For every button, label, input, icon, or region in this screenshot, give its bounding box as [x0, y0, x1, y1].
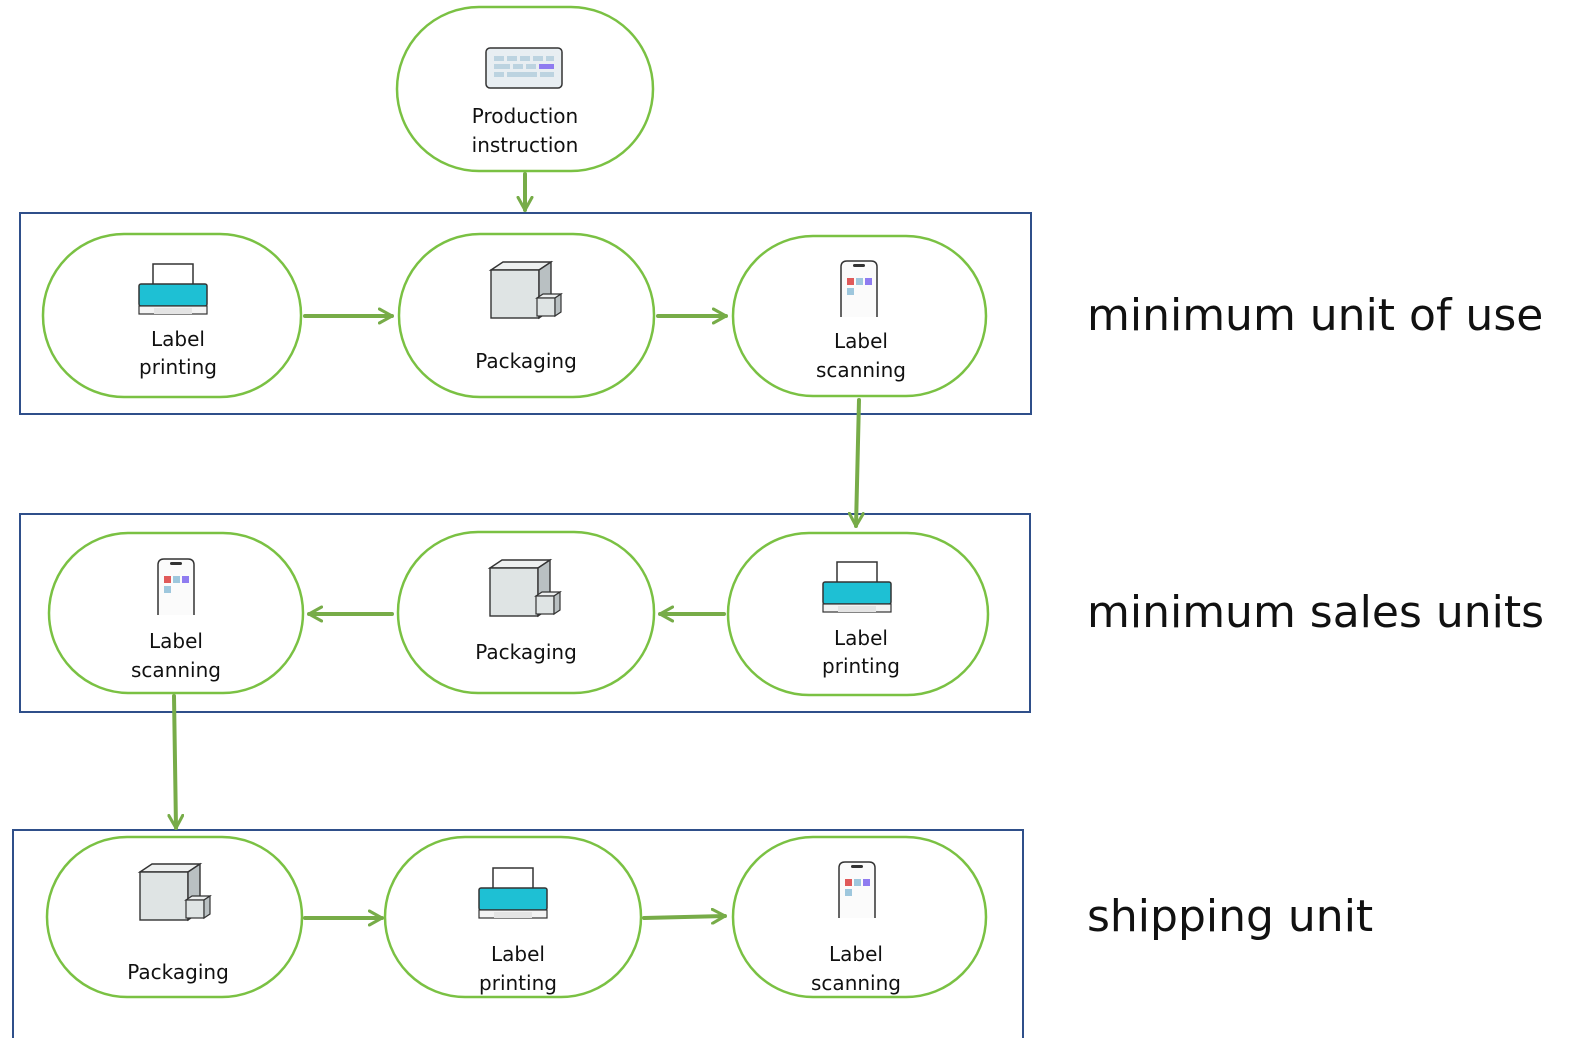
start-node-label-line1: Production — [472, 104, 578, 128]
process-node — [41, 232, 303, 399]
node-label-line2: scanning — [131, 658, 221, 682]
g1-step2: Label printing — [726, 531, 990, 697]
boxes-icon — [139, 863, 211, 921]
g0-step2: Label scanning — [731, 234, 988, 398]
row-label-sales-units: minimum sales units — [1087, 587, 1544, 638]
group-frame-sales-units — [19, 513, 1031, 713]
start-node-shape — [395, 5, 655, 173]
keyboard-icon — [485, 47, 563, 89]
group-frame-unit-of-use — [19, 212, 1032, 415]
node-label-line1: Label — [149, 629, 203, 653]
node-label-line1: Label — [151, 327, 205, 351]
node-label-line1: Label — [829, 942, 883, 966]
g1-step1: Packaging — [396, 530, 656, 695]
phone-icon — [840, 260, 878, 318]
node-label-line2: printing — [479, 971, 557, 995]
node-label-line1: Label — [491, 942, 545, 966]
row-label-unit-of-use: minimum unit of use — [1087, 290, 1543, 341]
start-node-label-line2: instruction — [472, 133, 579, 157]
phone-icon — [838, 861, 876, 919]
node-label-line2: scanning — [816, 358, 906, 382]
g1-step0: Label scanning — [47, 531, 305, 695]
g2-step2: Label scanning — [731, 835, 988, 999]
g2-step0: Packaging — [45, 835, 304, 999]
arrow-row1-to-row2 — [856, 398, 859, 528]
arrow-row2-to-row3 — [174, 694, 176, 830]
g2-step1: Label printing — [383, 835, 643, 999]
phone-icon — [157, 558, 195, 616]
node-label-line1: Label — [834, 626, 888, 650]
node-label-line1: Packaging — [475, 349, 577, 373]
row-label-shipping-unit: shipping unit — [1087, 891, 1373, 942]
node-label-line1: Packaging — [127, 960, 229, 984]
group-frame-shipping-unit — [12, 829, 1024, 1038]
process-node — [726, 531, 990, 697]
start-node: Production instruction — [395, 5, 655, 173]
boxes-icon — [489, 559, 561, 617]
node-label-line1: Packaging — [475, 640, 577, 664]
g0-step0: Label printing — [41, 232, 303, 399]
node-label-line2: scanning — [811, 971, 901, 995]
g0-step1: Packaging — [397, 232, 656, 399]
node-label-line1: Label — [834, 329, 888, 353]
arrow-r3-step1-to-step2 — [642, 916, 727, 918]
node-label-line2: printing — [822, 654, 900, 678]
node-label-line2: printing — [139, 355, 217, 379]
boxes-icon — [490, 261, 562, 319]
